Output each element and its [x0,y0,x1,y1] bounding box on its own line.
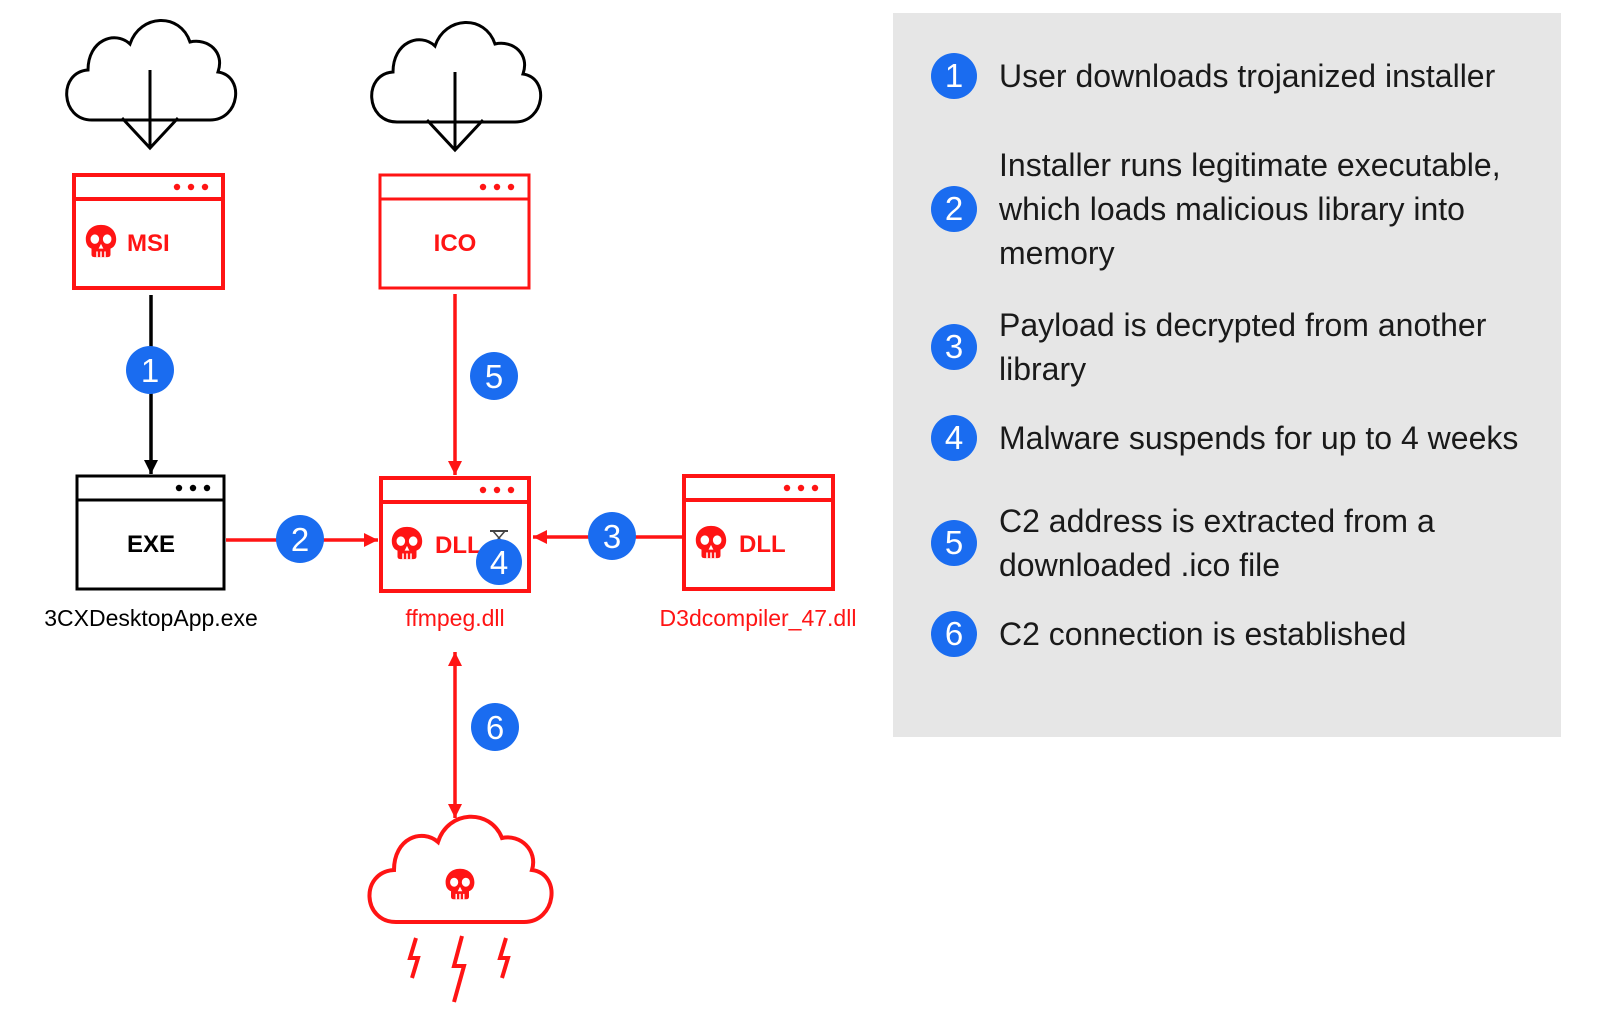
legend-item-4: 4 Malware suspends for up to 4 weeks [931,415,1554,461]
step-badge-2: 2 [276,515,324,563]
legend-text: User downloads trojanized installer [999,58,1496,94]
ico-label: ICO [434,230,477,257]
ico-window: ICO [378,173,531,290]
ffmpeg-label: DLL [435,532,482,559]
exe-window: EXE [75,474,226,591]
legend-panel: 1 User downloads trojanized installer 2 … [893,13,1561,737]
legend-item-2: 2 Installer runs legitimate executable, … [931,143,1554,275]
svg-text:3: 3 [603,518,621,555]
legend-text: Installer runs legitimate executable, wh… [999,147,1501,271]
exe-label: EXE [127,531,175,558]
svg-text:6: 6 [486,709,504,746]
step-badge-5: 5 [470,352,518,400]
ffmpeg-caption: ffmpeg.dll [405,605,504,631]
legend-badge: 4 [931,415,977,461]
legend-text: Payload is decrypted from another librar… [999,307,1487,387]
svg-text:1: 1 [141,352,159,389]
step-badge-4: 4 [476,539,522,585]
c2-storm-cloud-icon [367,814,554,1003]
download-cloud-icon [370,21,543,153]
svg-text:4: 4 [490,544,508,581]
legend-item-5: 5 C2 address is extracted from a downloa… [931,499,1554,587]
d3d-dll-window: DLL [682,474,835,591]
exe-caption: 3CXDesktopApp.exe [44,605,258,631]
legend-badge: 6 [931,611,977,657]
legend-badge: 2 [931,186,977,232]
legend-text: C2 address is extracted from a downloade… [999,503,1435,583]
step-badge-1: 1 [126,346,174,394]
legend-badge: 1 [931,53,977,99]
legend-text: Malware suspends for up to 4 weeks [999,420,1519,456]
legend-item-3: 3 Payload is decrypted from another libr… [931,303,1554,391]
svg-text:5: 5 [485,358,503,395]
download-cloud-icon [65,19,238,151]
step-badge-3: 3 [588,512,636,560]
legend-item-1: 1 User downloads trojanized installer [931,53,1554,99]
legend-badge: 3 [931,324,977,370]
legend-text: C2 connection is established [999,616,1407,652]
legend-item-6: 6 C2 connection is established [931,611,1554,657]
legend-badge: 5 [931,520,977,566]
msi-window: MSI [72,173,225,290]
svg-text:2: 2 [291,521,309,558]
step-badge-6: 6 [471,703,519,751]
d3d-caption: D3dcompiler_47.dll [660,605,857,631]
d3d-label: DLL [739,531,786,558]
msi-label: MSI [127,230,170,257]
